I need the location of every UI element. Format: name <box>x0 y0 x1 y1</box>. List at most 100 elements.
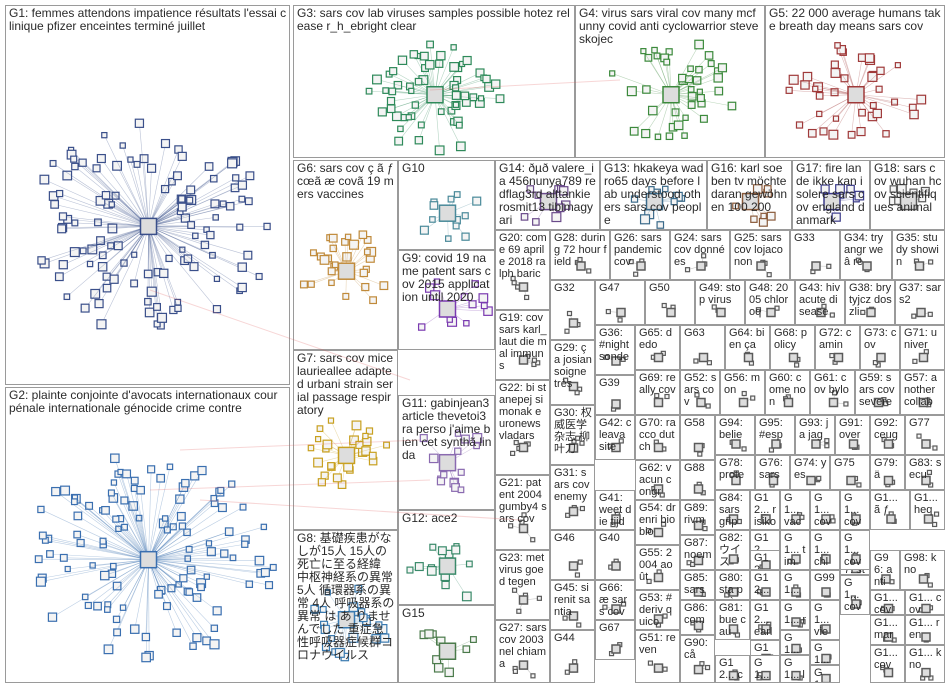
group-g27[interactable]: G27: sars cov 2003 nel chiama <box>495 620 550 683</box>
group-g1e[interactable]: G1... tim <box>780 530 810 570</box>
group-g35[interactable]: G35: study showin <box>892 230 945 280</box>
group-g62[interactable]: G62: vacun congr <box>635 460 680 500</box>
group-g72[interactable]: G72: camin <box>815 325 860 370</box>
group-g98[interactable]: G98: kno <box>900 550 945 590</box>
group-g42[interactable]: G42: cleava site <box>595 415 635 460</box>
group-g47[interactable]: G47 <box>595 280 645 325</box>
group-g1o[interactable]: G1... hco <box>780 630 810 655</box>
group-g31[interactable]: G31: sars cov enemy <box>550 465 595 530</box>
group-g63[interactable]: G63 <box>680 325 725 370</box>
group-g12a[interactable]: G12... risiko <box>750 490 780 530</box>
group-g1c[interactable]: G1... cov <box>840 490 870 530</box>
group-g84[interactable]: G84: sars grip <box>715 490 750 530</box>
group-g83[interactable]: G83: secu <box>905 455 945 490</box>
group-g19[interactable]: G19: cov sars karl_laut die mal immuns <box>495 310 550 380</box>
group-g24[interactable]: G24: sars cov données <box>670 230 730 280</box>
group-g54[interactable]: G54: drenri biobio <box>635 500 680 545</box>
group-g52[interactable]: G52: sars cov <box>680 370 720 415</box>
group-g93[interactable]: G93: ja jag <box>795 415 835 455</box>
group-g96[interactable]: G96: anti <box>870 550 900 590</box>
group-g90[interactable]: G90: cå <box>680 635 715 683</box>
group-g1h[interactable]: G1... cov <box>780 570 810 600</box>
group-g1b[interactable]: G1... cov <box>810 490 840 530</box>
group-g75[interactable]: G75 <box>830 455 870 490</box>
group-g45[interactable]: G45: sirenit santia <box>550 580 595 630</box>
group-g1w[interactable]: G1... cov <box>870 590 905 615</box>
group-g79[interactable]: G79: ä <box>870 455 905 490</box>
group-g38[interactable]: G38: brytyjcz doszli <box>845 280 895 325</box>
group-g1s[interactable]: G1... cov <box>870 645 905 683</box>
group-g67[interactable]: G67 <box>595 620 635 660</box>
group-g40[interactable]: G40 <box>595 530 635 580</box>
group-g1[interactable]: G1: femmes attendons impatience résultat… <box>5 5 290 385</box>
group-g91[interactable]: G91: over <box>835 415 870 455</box>
group-g1p[interactable]: G1... vie <box>810 640 840 665</box>
group-g49[interactable]: G49: stop virus <box>695 280 745 325</box>
group-g88[interactable]: G88 <box>680 460 715 500</box>
group-g12c[interactable]: G12... estu <box>750 550 780 570</box>
group-g5[interactable]: G5: 22 000 average humans take breath da… <box>765 5 945 158</box>
group-g48[interactable]: G48: 2005 chloroq <box>745 280 795 325</box>
group-g99[interactable]: G99 <box>810 570 840 600</box>
group-g71[interactable]: G71: univer <box>900 325 945 370</box>
group-g85[interactable]: G85: sars <box>680 570 715 600</box>
group-g51[interactable]: G51: reven <box>635 630 680 683</box>
group-g1k[interactable]: G1... cov <box>840 575 870 615</box>
group-g2[interactable]: G2: plainte conjointe d'avocats internat… <box>5 387 290 683</box>
group-g6[interactable]: G6: sars cov ç ã ƒ cœã æ covã 19 mers va… <box>293 160 398 350</box>
group-g78[interactable]: G78: prote <box>715 455 755 490</box>
group-g3[interactable]: G3: sars cov lab viruses samples possibl… <box>293 5 575 158</box>
group-g56[interactable]: G56: mon <box>720 370 765 415</box>
group-g1r[interactable]: G1... kno <box>905 645 945 683</box>
group-g16[interactable]: G16: karl soeben tv möchte daran gewöhne… <box>707 160 792 230</box>
group-g8[interactable]: G8: 基礎疾患がなしが15人 15人の死亡に至る経緯 中枢神経系の異常 5人 … <box>293 530 398 683</box>
group-g1v[interactable]: G1... ã ƒ <box>870 490 910 530</box>
group-g64[interactable]: G64: bien ça <box>725 325 770 370</box>
group-g39[interactable]: G39 <box>595 375 635 415</box>
group-g95[interactable]: G95: #esp <box>755 415 795 455</box>
group-g4[interactable]: G4: virus sars viral cov many mcfunny co… <box>575 5 765 158</box>
group-g94[interactable]: G94: belie <box>715 415 755 455</box>
group-g80[interactable]: G80: sta però <box>715 570 750 600</box>
group-g81[interactable]: G81: bue cau <box>715 600 750 640</box>
group-g1i[interactable]: G1... cov <box>905 590 945 615</box>
group-g1m[interactable]: G1... mar <box>870 615 905 645</box>
group-g65[interactable]: G65: dedo <box>635 325 680 370</box>
group-g12d[interactable]: G12... coro <box>750 570 780 600</box>
group-g44[interactable]: G44 <box>550 630 595 683</box>
group-g55[interactable]: G55: 2004 août <box>635 545 680 590</box>
group-g1u[interactable]: G1... lã <box>780 655 810 683</box>
group-g70[interactable]: G70: racco dutch <box>635 415 680 460</box>
group-g58[interactable]: G58 <box>680 415 715 460</box>
group-g73[interactable]: G73: cov <box>860 325 900 370</box>
group-g76[interactable]: G76: sars <box>755 455 790 490</box>
group-g92[interactable]: G92: ceug <box>870 415 905 455</box>
group-g34[interactable]: G34: tryangr weâ re <box>840 230 892 280</box>
group-g46[interactable]: G46 <box>550 530 595 580</box>
group-g69[interactable]: G69: really cov <box>635 370 680 415</box>
group-g1a[interactable]: G1... vac <box>780 490 810 530</box>
group-g53[interactable]: G53: #deriv quico <box>635 590 680 630</box>
group-g28[interactable]: G28: during 72 hour field <box>550 230 610 280</box>
group-g11[interactable]: G11: gabinjean3 article thevetoi3 ra per… <box>398 395 495 510</box>
group-g30[interactable]: G30: 权威医学 杂志 柳 叶刀 <box>550 405 595 465</box>
group-g1q[interactable]: G1... aus <box>810 665 840 683</box>
group-g89[interactable]: G89: rivm <box>680 500 715 535</box>
group-g87[interactable]: G87: noem <box>680 535 715 570</box>
group-g68[interactable]: G68: policy <box>770 325 815 370</box>
group-g12g[interactable]: G12... caz <box>715 655 750 683</box>
group-g1d[interactable]: G1... heq <box>910 490 945 530</box>
group-g12e[interactable]: G12... earl <box>750 600 780 640</box>
group-g82[interactable]: G82: ウイ ス <box>715 530 750 570</box>
group-g14[interactable]: G14: ðµð valere_ia 456nunya789 redflag3r… <box>495 160 600 230</box>
group-g86[interactable]: G86: com <box>680 600 715 635</box>
group-g59[interactable]: G59: sars cov severe <box>855 370 900 415</box>
group-g32[interactable]: G32 <box>550 280 595 340</box>
group-g1n[interactable]: G1... ren <box>905 615 945 645</box>
group-g41[interactable]: G41: weet die tijd <box>595 490 635 530</box>
group-g43[interactable]: G43: hiv acute disease <box>795 280 845 325</box>
group-g17[interactable]: G17: fire lande ikke kan isolere sars co… <box>792 160 870 230</box>
group-g15[interactable]: G15 <box>398 605 495 683</box>
group-g66[interactable]: G66: æ sars cov <box>595 580 635 620</box>
group-g23[interactable]: G23: met virus goed tegen <box>495 550 550 620</box>
